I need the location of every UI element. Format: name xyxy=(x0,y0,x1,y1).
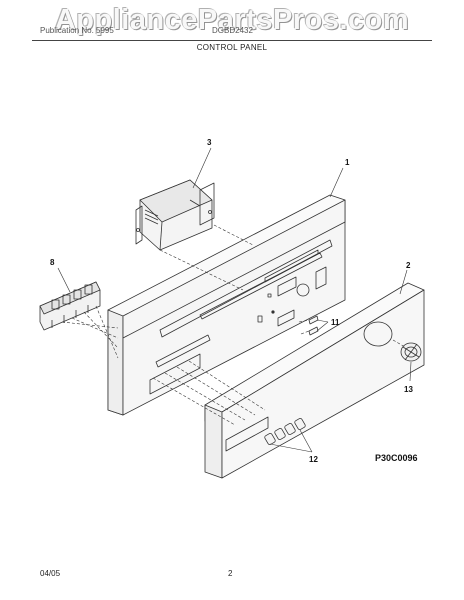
callout-2: 2 xyxy=(406,261,411,270)
model-label: DGBD2432 xyxy=(212,26,253,35)
leader-lines xyxy=(57,147,412,453)
figure-code: P30C0096 xyxy=(375,453,418,463)
section-title: CONTROL PANEL xyxy=(196,43,268,52)
footer-page-number: 2 xyxy=(228,569,233,578)
footer-date: 04/05 xyxy=(40,569,61,578)
control-module[interactable] xyxy=(135,179,215,251)
small-fasteners[interactable] xyxy=(308,315,319,336)
callout-12: 12 xyxy=(309,455,318,464)
selector-knob[interactable] xyxy=(400,342,422,362)
push-buttons[interactable] xyxy=(264,418,306,446)
control-panel-housing[interactable] xyxy=(107,194,346,416)
callout-3: 3 xyxy=(207,138,212,147)
publication-label: Publication No. 5995 xyxy=(40,26,114,35)
control-panel-overlay[interactable] xyxy=(204,282,425,479)
callout-11: 11 xyxy=(331,318,340,327)
assembly-lines xyxy=(61,224,406,426)
watermark: AppliancePartsPros.com xyxy=(54,4,410,36)
callout-8: 8 xyxy=(50,258,55,267)
callout-13: 13 xyxy=(404,385,413,394)
switch-bank[interactable] xyxy=(39,281,101,331)
callout-1: 1 xyxy=(345,158,350,167)
header-rule xyxy=(32,40,432,41)
